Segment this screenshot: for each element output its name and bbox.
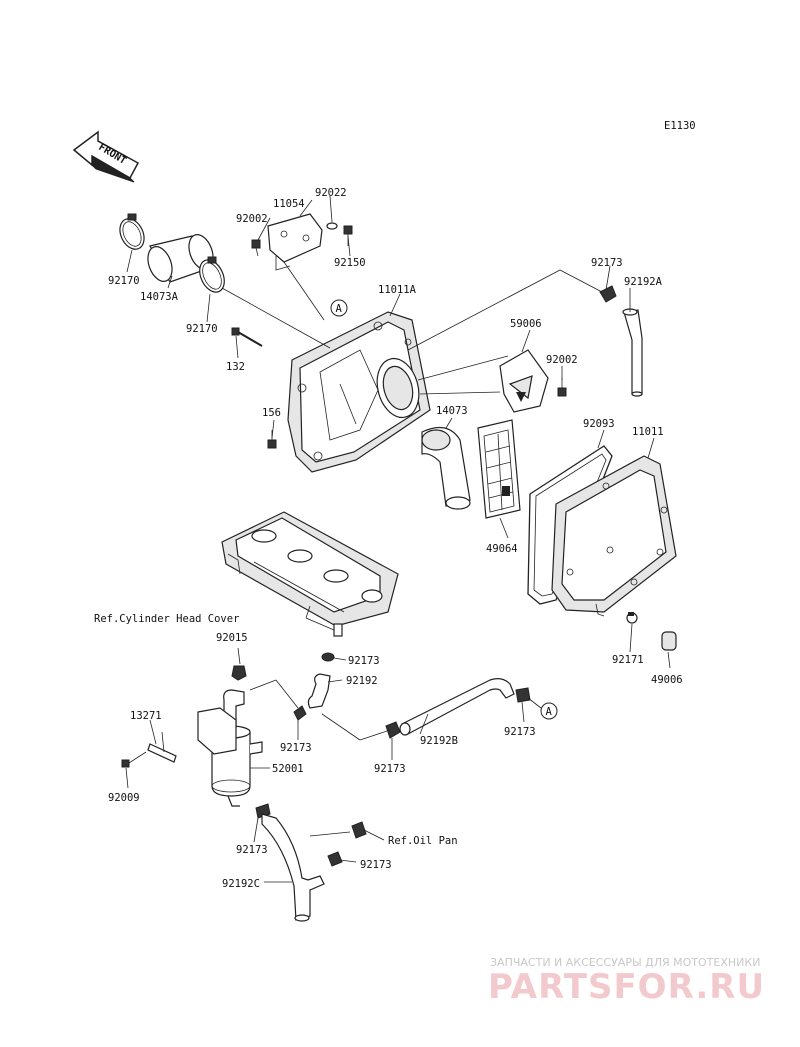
label-11054: 11054 — [273, 198, 305, 210]
diagram-code: E1130 — [664, 120, 696, 132]
air-cleaner-housing-11011A — [287, 311, 431, 473]
label-14073: 14073 — [436, 405, 468, 417]
label-49064: 49064 — [486, 543, 518, 555]
label-132: 132 — [226, 361, 245, 373]
label-59006: 59006 — [510, 318, 542, 330]
label-92173-lower: 92173 — [236, 844, 268, 856]
label-11011A: 11011A — [378, 284, 417, 296]
bolt-92002-a — [251, 239, 261, 257]
clamp-92173-e — [515, 687, 531, 703]
label-156: 156 — [262, 407, 281, 419]
label-ref-cylinder-head-cover: Ref.Cylinder Head Cover — [94, 613, 239, 625]
callout-marker-a-bottom: A — [540, 702, 558, 720]
label-ref-oil-pan: Ref.Oil Pan — [388, 835, 458, 847]
label-92192A: 92192A — [624, 276, 663, 288]
label-92173-tank-top: 92173 — [280, 742, 312, 754]
label-92170-left: 92170 — [108, 275, 140, 287]
label-92002-top: 92002 — [236, 213, 268, 225]
bolt-92009 — [121, 751, 147, 768]
watermark-tagline: ЗАПЧАСТИ И АКСЕССУАРЫ ДЛЯ МОТОТЕХНИКИ — [490, 956, 760, 969]
front-arrow-icon: FRONT — [72, 130, 140, 183]
hose-92192 — [307, 673, 331, 709]
label-92173-hose-start: 92173 — [374, 763, 406, 775]
nut-92015 — [231, 665, 247, 681]
label-92015: 92015 — [216, 632, 248, 644]
duct-14073A — [147, 234, 214, 283]
gasket-92093 — [527, 445, 613, 605]
label-52001: 52001 — [272, 763, 304, 775]
cap-49006 — [661, 631, 677, 651]
clamp-92173-c — [293, 705, 307, 721]
hose-92192B — [399, 678, 515, 736]
air-filter-element-49064 — [477, 419, 521, 519]
clamp-92173-d — [385, 721, 401, 739]
label-49006: 49006 — [651, 674, 683, 686]
clamp-92173-g — [327, 851, 343, 867]
label-92150: 92150 — [334, 257, 366, 269]
leader-lines — [125, 195, 671, 883]
oil-pan-fitting — [351, 821, 367, 839]
clamp-92173-a — [599, 285, 617, 303]
clamp-92171 — [626, 612, 638, 624]
clamp-92173-b — [321, 652, 335, 662]
elbow-duct-14073 — [421, 426, 471, 510]
label-92022: 92022 — [315, 187, 347, 199]
label-92093: 92093 — [583, 418, 615, 430]
air-cleaner-cover-11011 — [551, 455, 677, 617]
label-92171: 92171 — [612, 654, 644, 666]
label-92170-right: 92170 — [186, 323, 218, 335]
clamp-92170-b — [199, 256, 225, 293]
watermark-brand: PARTSFOR.RU — [488, 967, 765, 1007]
clamp-92170-a — [119, 213, 145, 250]
washer-92022 — [326, 222, 338, 230]
hose-92192C — [261, 813, 325, 922]
cylinder-head-cover — [221, 511, 399, 637]
callout-a-bottom-letter: A — [546, 706, 553, 718]
bolt-156 — [267, 430, 277, 449]
hose-92192A — [622, 308, 643, 397]
bolt-92002-b — [557, 378, 567, 397]
label-92192B: 92192B — [420, 735, 458, 747]
label-92173-top: 92173 — [591, 257, 623, 269]
label-11011: 11011 — [632, 426, 664, 438]
plate-59006 — [499, 349, 549, 413]
label-92192: 92192 — [346, 675, 378, 687]
clamp-92173-f — [255, 803, 271, 819]
callout-marker-a-top: A — [330, 299, 348, 317]
stay-11054 — [267, 213, 323, 271]
label-13271: 13271 — [130, 710, 162, 722]
bracket-13271 — [147, 707, 237, 763]
callout-a-top-letter: A — [336, 303, 343, 315]
label-92009: 92009 — [108, 792, 140, 804]
label-92173-hose-end: 92173 — [504, 726, 536, 738]
label-92002-right: 92002 — [546, 354, 578, 366]
label-14073A: 14073A — [140, 291, 179, 303]
label-92192C: 92192C — [222, 878, 260, 890]
bolt-132 — [231, 327, 263, 347]
label-92173-oil: 92173 — [360, 859, 392, 871]
label-92173-cover: 92173 — [348, 655, 380, 667]
